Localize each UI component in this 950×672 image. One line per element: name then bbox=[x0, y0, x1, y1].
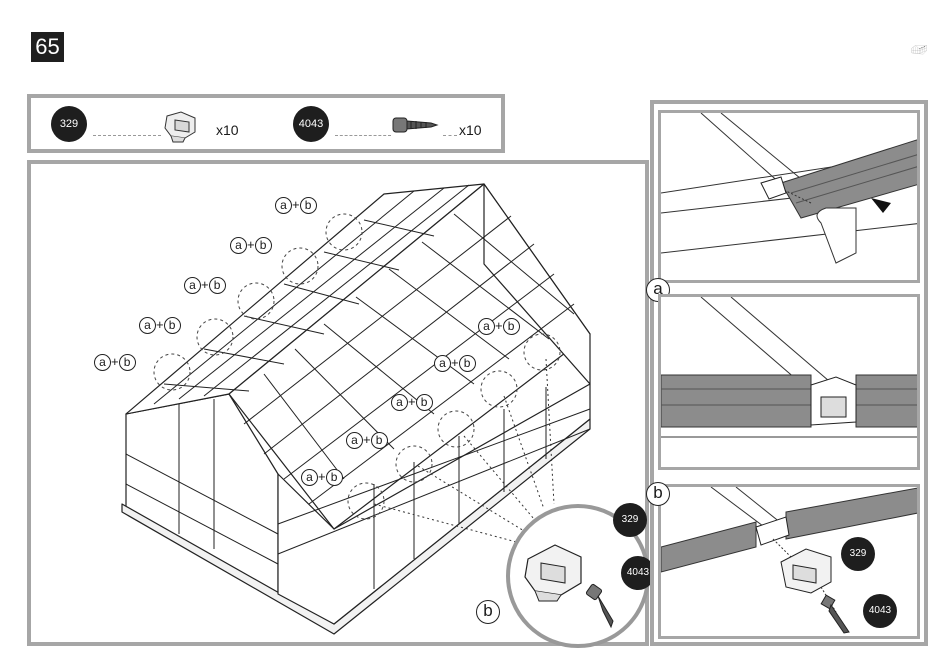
clip-icon bbox=[161, 108, 211, 144]
callout-ab: a+b bbox=[184, 277, 226, 294]
callout-ab: a+b bbox=[230, 237, 272, 254]
callout-ab: a+b bbox=[94, 354, 136, 371]
detail-panel-a-bottom bbox=[658, 294, 920, 470]
detail-part-329: 329 bbox=[841, 537, 875, 571]
callout-ab: a+b bbox=[275, 197, 317, 214]
zoom-label-b: b bbox=[476, 600, 500, 624]
detail-panel-b: 329 4043 bbox=[658, 484, 920, 639]
zoom-part-329: 329 bbox=[613, 503, 647, 537]
callout-ab: a+b bbox=[478, 318, 520, 335]
detail-part-4043: 4043 bbox=[863, 594, 897, 628]
parts-list: 329 x10 4043 x10 bbox=[27, 94, 505, 153]
callout-ab: a+b bbox=[434, 355, 476, 372]
callout-ab: a+b bbox=[139, 317, 181, 334]
part-tag-4043: 4043 bbox=[293, 106, 329, 142]
main-illustration: a+b a+b a+b a+b a+b a+b a+b a+b a+b a+b … bbox=[27, 160, 649, 646]
leader-line bbox=[443, 135, 457, 136]
leader-line bbox=[93, 135, 161, 136]
detail-panel-a-top bbox=[658, 110, 920, 283]
detail-label-b: b bbox=[646, 482, 670, 506]
callout-ab: a+b bbox=[346, 432, 388, 449]
step-number: 65 bbox=[31, 32, 64, 62]
screw-icon bbox=[391, 116, 441, 136]
callout-ab: a+b bbox=[391, 394, 433, 411]
part-quantity: x10 bbox=[459, 122, 482, 138]
callout-ab: a+b bbox=[301, 469, 343, 486]
leader-line bbox=[335, 135, 391, 136]
part-tag-329: 329 bbox=[51, 106, 87, 142]
part-quantity: x10 bbox=[216, 122, 239, 138]
greenhouse-thumbnail-icon bbox=[805, 8, 930, 93]
detail-column: a 329 404 bbox=[650, 100, 928, 646]
